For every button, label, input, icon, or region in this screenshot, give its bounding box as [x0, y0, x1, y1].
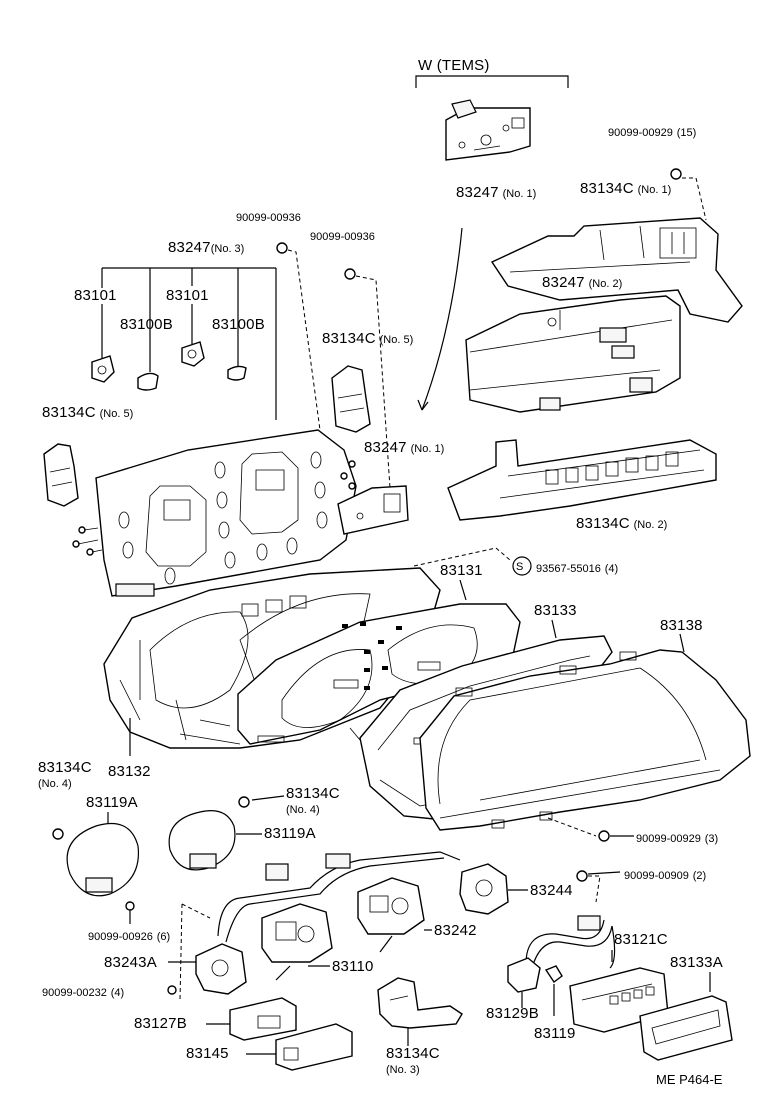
callout-83242: 83242 — [434, 922, 477, 939]
callout-83134c-no2: 83134C (No. 2) — [576, 515, 668, 532]
callout-83134c-no4-left: 83134C(No. 4) — [38, 759, 92, 790]
harness-83121c-part — [525, 915, 616, 969]
gauge-83244-part — [459, 863, 528, 915]
screws-near-83247-no1 — [340, 460, 356, 490]
figure-id: ME P464-E — [656, 1072, 723, 1087]
connector-83127b-part — [229, 997, 297, 1041]
callout-83247-no3: 83247(No. 3) — [168, 239, 245, 256]
tems-circuit-board-part — [445, 99, 531, 161]
callout-83132: 83132 — [108, 763, 151, 780]
callout-83134c-no5-left: 83134C (No. 5) — [42, 404, 134, 421]
callout-83127b: 83127B — [134, 1015, 187, 1032]
callout-83247-no1-top: 83247 (No. 1) — [456, 184, 537, 201]
callout-83133: 83133 — [534, 602, 577, 619]
screw-90099-00909 — [576, 870, 588, 882]
symbol-s-label: S — [516, 561, 524, 573]
bulb-socket-83101-right — [181, 341, 205, 367]
leader-lines-bulb-group — [101, 267, 277, 420]
screw-90099-00929-15 — [670, 168, 682, 180]
screw-90099-00929-3 — [598, 830, 610, 842]
callout-83243a: 83243A — [104, 954, 157, 971]
callout-83131: 83131 — [440, 562, 483, 579]
display-83133a-part — [639, 995, 733, 1061]
printed-circuit-no2-part — [465, 295, 681, 413]
bracket-83134c-no3-part — [377, 977, 463, 1029]
callout-90099-00936-b: 90099-00936 — [310, 231, 375, 243]
callout-83119a-left: 83119A — [86, 794, 138, 811]
pcb-left-screws — [72, 526, 103, 556]
meter-hood-83138-part — [419, 649, 751, 831]
leader-83133 — [551, 619, 557, 639]
callout-83138: 83138 — [660, 617, 703, 634]
callout-90099-00909: 90099-00909 (2) — [624, 870, 707, 882]
speedometer-gauge-83110-part — [261, 903, 333, 981]
callout-83145: 83145 — [186, 1045, 229, 1062]
group-title-tems: W (TEMS) — [418, 57, 490, 74]
leader-83138 — [679, 633, 685, 653]
callout-83119: 83119 — [534, 1025, 576, 1042]
screw-90099-00232 — [167, 985, 177, 995]
clip-83134c-no5-center — [331, 365, 371, 433]
gauge-83242-part — [357, 877, 432, 953]
callout-83110: 83110 — [332, 958, 374, 975]
callout-83134c-no4-right: 83134C(No. 4) — [286, 785, 340, 816]
callout-83100b-b: 83100B — [212, 316, 265, 333]
callout-90099-00232: 90099-00232 (4) — [42, 987, 125, 999]
callout-83247-no1-mid: 83247 (No. 1) — [364, 439, 445, 456]
harness-upper-wires — [217, 851, 461, 943]
callout-83119a-right: 83119A — [264, 825, 316, 842]
harness-83119a-left-part — [52, 822, 140, 897]
screw-90099-00926 — [125, 901, 135, 911]
standard-part-symbol — [512, 556, 532, 576]
dash-to-93567 — [413, 547, 511, 567]
bulb-83100b-left — [137, 372, 159, 391]
clip-83134c-no5-left — [43, 443, 79, 507]
callout-83247-no2: 83247 (No. 2) — [542, 274, 623, 291]
tems-bracket — [415, 75, 569, 88]
screw-90099-00936-right — [344, 268, 356, 280]
callout-83134c-no1: 83134C (No. 1) — [580, 180, 672, 197]
callout-90099-00936-a: 90099-00936 — [236, 212, 301, 224]
callout-83100b-a: 83100B — [120, 316, 173, 333]
callout-83244: 83244 — [530, 882, 573, 899]
leader-83134c-no4-right — [251, 795, 285, 801]
callout-83129b: 83129B — [486, 1005, 539, 1022]
main-printed-circuit-board-part — [95, 429, 357, 597]
block-83145-part — [275, 1023, 353, 1071]
sensor-83129b-part — [507, 957, 541, 993]
bulb-83119-part — [544, 965, 563, 984]
callout-90099-00926: 90099-00926 (6) — [88, 931, 171, 943]
lower-right-bracket-part — [447, 439, 717, 521]
callout-83101-b: 83101 — [166, 287, 209, 304]
upper-right-bracket-part — [490, 217, 743, 323]
bulb-socket-83101-left — [91, 355, 115, 383]
callout-83121c: 83121C — [614, 931, 668, 948]
tachometer-83243a-part — [168, 903, 247, 1001]
screw-90099-00936-left — [276, 242, 288, 254]
callout-90099-00929-3: 90099-00929 (3) — [636, 833, 719, 845]
callout-83134c-no5-center: 83134C (No. 5) — [322, 330, 414, 347]
callout-83101-a: 83101 — [74, 287, 117, 304]
callout-83134c-no3: 83134C(No. 3) — [386, 1045, 440, 1076]
small-circuit-83247-no1-part — [337, 485, 409, 535]
callout-83133a: 83133A — [670, 954, 723, 971]
harness-83119a-right-part — [168, 796, 250, 871]
leader-83131 — [459, 579, 467, 601]
callout-90099-00929-15: 90099-00929 (15) — [608, 127, 697, 139]
callout-93567-55016: 93567-55016 (4) — [536, 563, 619, 575]
bulb-83100b-right — [227, 365, 247, 381]
